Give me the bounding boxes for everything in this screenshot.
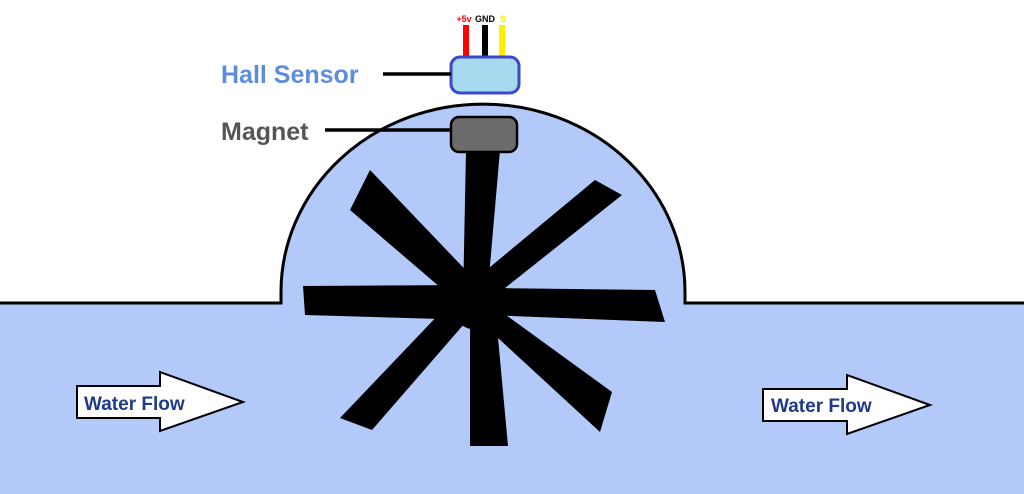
- impeller-blade-downleft: [340, 290, 478, 430]
- impeller-hub: [448, 270, 508, 330]
- pin-label-gnd: GND: [475, 14, 496, 24]
- impeller-blade-up: [463, 150, 500, 300]
- magnet-label: Magnet: [221, 118, 309, 146]
- right-arrow-icon: [762, 373, 933, 436]
- impeller-blade-upright: [472, 180, 622, 300]
- right-arrow-icon: [76, 370, 246, 433]
- pipe-top-wall: [0, 102, 1024, 305]
- impeller-blade-downright: [472, 302, 612, 432]
- water-flow-arrow-right: Water Flow: [762, 373, 933, 436]
- impeller-blade-down: [470, 305, 508, 446]
- pin-label-signal: S: [500, 14, 506, 24]
- impeller-icon: [303, 150, 665, 446]
- magnet: [449, 115, 519, 154]
- water-flow-arrow-left: Water Flow: [76, 370, 246, 433]
- impeller-blade-upleft: [350, 170, 480, 306]
- pin-label-5v: +5v: [456, 14, 471, 24]
- impeller-blade-left: [303, 285, 475, 320]
- water-flow-label-right: Water Flow: [771, 396, 872, 417]
- hall-sensor: [449, 55, 521, 95]
- hall-sensor-label: Hall Sensor: [221, 61, 359, 89]
- impeller-blade-right: [487, 288, 665, 322]
- water-flow-label-left: Water Flow: [84, 394, 185, 415]
